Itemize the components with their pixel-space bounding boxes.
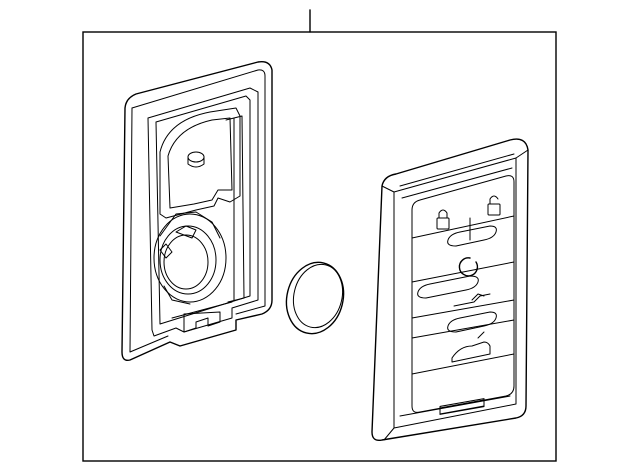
button-dividers (411, 215, 515, 375)
coin-battery (285, 261, 345, 335)
remote-start-icon (458, 257, 479, 277)
diagram-frame (82, 31, 557, 462)
trunk-icon (453, 293, 491, 307)
unlock-icon (487, 195, 501, 216)
panic-icon (451, 331, 491, 363)
lock-icon (436, 209, 450, 230)
key-fob-front-with-buttons (371, 138, 529, 442)
key-fob-housing-back (121, 60, 273, 362)
bottom-slot (439, 399, 485, 415)
